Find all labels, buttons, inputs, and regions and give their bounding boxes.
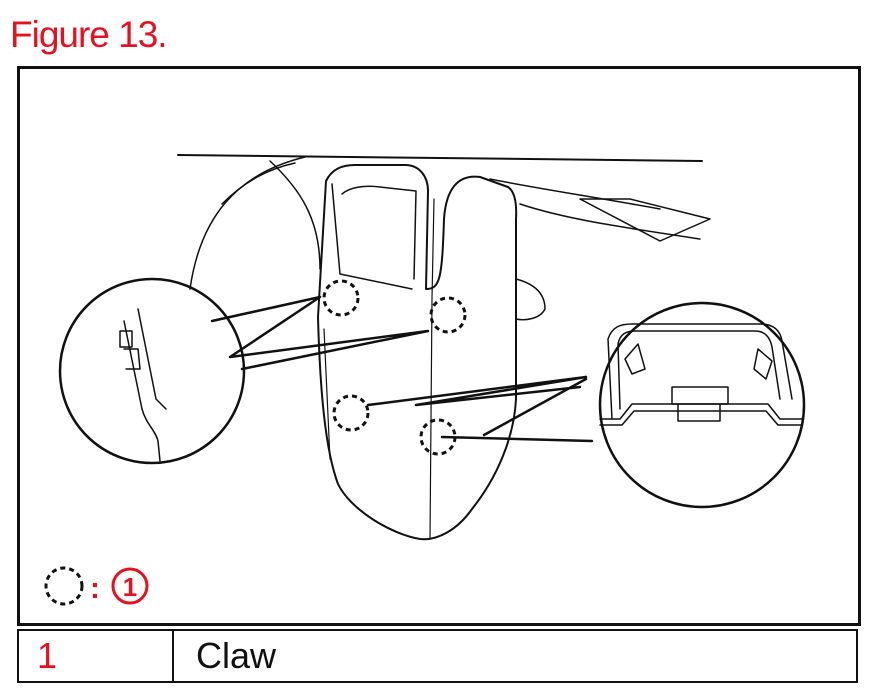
leader-right [366, 375, 594, 443]
right-detail-body [607, 323, 793, 420]
leader-right-2 [482, 377, 588, 437]
callout-key-separator: : [90, 572, 100, 605]
bracket-tab [515, 278, 546, 321]
bumper-right-line-2 [489, 178, 661, 210]
claw-marker-2 [429, 296, 467, 334]
diagram-illustration: : 1 [44, 154, 806, 606]
claw-marker-4 [419, 418, 457, 456]
claw-marker-3 [332, 394, 370, 432]
bracket-inner-slot [341, 185, 417, 280]
figure-title: Figure 13. [10, 14, 168, 55]
bumper-lower-curve [189, 156, 306, 290]
callout-key-number-circle [111, 567, 149, 605]
diagram-frame: : 1 [17, 66, 861, 626]
bracket-outline [317, 164, 518, 541]
detail-circle-left [58, 277, 246, 465]
claw-marker-1 [322, 279, 360, 317]
bumper-left-arc [221, 162, 296, 205]
left-detail-tab [119, 330, 133, 348]
left-detail-line-1 [123, 320, 161, 462]
right-detail-claw-right [753, 348, 773, 380]
bumper-right-line [519, 203, 701, 240]
table-row: 1 Claw [17, 629, 858, 683]
bumper-top-edge [177, 154, 703, 162]
right-detail-claw-left [624, 343, 646, 375]
right-detail-base-2 [599, 410, 803, 426]
callout-key-dashed-circle [44, 566, 84, 606]
right-detail-center-clip [671, 386, 729, 422]
detail-circle-right [598, 301, 806, 509]
reflector-outline [579, 198, 711, 242]
legend-label: Claw [172, 629, 858, 683]
legend-number: 1 [17, 629, 174, 683]
left-detail-line-2 [137, 308, 167, 410]
bracket-center-seam [429, 198, 435, 540]
legend-table: 1 Claw [17, 629, 858, 683]
bracket-edge-left [323, 328, 331, 460]
leader-left [210, 295, 430, 371]
left-detail-claw [123, 348, 141, 370]
bracket-inner-left [331, 183, 413, 290]
callout-key-number: 1 [123, 572, 137, 602]
bumper-inner-line [269, 160, 321, 270]
